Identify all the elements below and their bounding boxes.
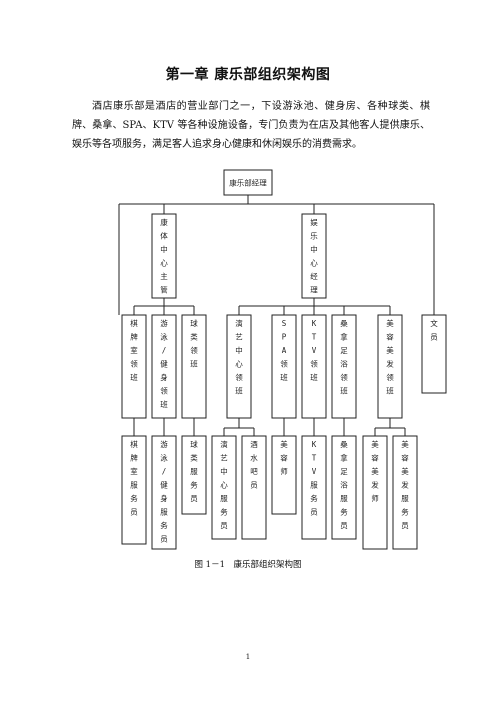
l3-wenyuan-label: 文员: [430, 318, 438, 342]
chapter-title: 第一章 康乐部组织架构图: [165, 67, 331, 83]
l4-youyong: 游泳/健身服务员: [151, 435, 177, 550]
figure-caption: 图 1－1 康乐部组织架构图: [194, 560, 302, 570]
l3-meirong-box: [377, 314, 403, 419]
l4-ktv-box: [301, 435, 327, 540]
l4-yanyi-box: [211, 435, 237, 540]
l2-kangti-label: 康体中心主管: [160, 217, 168, 295]
root-manager-box: [223, 169, 273, 196]
intro-paragraph: 酒店康乐部是酒店的营业部门之一，下设游泳池、健身房、各种球类、棋牌、桑拿、SPA…: [72, 101, 430, 150]
l3-youyong-label: 游泳/健身领班: [160, 318, 168, 409]
l4-qiulei: 球类服务员: [181, 435, 207, 515]
l4-sangna: 桑拿足浴服务员: [331, 435, 357, 540]
l4-qipai-label: 棋牌室服务员: [130, 439, 138, 517]
page-number: 1: [245, 653, 251, 661]
l2-kangti-box: [151, 213, 177, 299]
l2-yule-box: [301, 213, 327, 299]
l4-meifa-fwy-label: 美容美发服务员: [401, 439, 409, 530]
l4-youyong-label: 游泳/健身服务员: [160, 439, 168, 544]
l4-jiushui-box: [241, 435, 267, 540]
l4-meirongshi: 美容师: [271, 435, 297, 515]
l2-yule: 娱乐中心经理: [301, 213, 327, 299]
l4-yanyi: 演艺中心服务员: [211, 435, 237, 540]
l3-yanyi: 演艺中心领班: [226, 314, 252, 419]
l4-meifashi: 美容美发师: [362, 435, 388, 550]
org-connectors: [118, 195, 435, 436]
l3-yanyi-label: 演艺中心领班: [235, 318, 243, 396]
l3-sangna: 桑拿足浴领班: [331, 314, 357, 419]
l3-qiulei-box: [181, 314, 207, 419]
l3-yanyi-box: [226, 314, 252, 419]
l3-sangna-box: [331, 314, 357, 419]
l4-meifa-fwy: 美容美发服务员: [392, 435, 418, 550]
l4-yanyi-label: 演艺中心服务员: [220, 439, 228, 530]
l4-meirongshi-box: [271, 435, 297, 515]
l2-yule-label: 娱乐中心经理: [310, 218, 318, 295]
l4-jiushui: 酒水吧员: [241, 435, 267, 540]
l3-wenyuan-box: [421, 314, 447, 394]
l3-wenyuan: 文员: [421, 314, 447, 394]
root-manager-label: 康乐部经理: [229, 178, 267, 188]
l4-meifa-fwy-box: [392, 435, 418, 550]
l3-qipai-box: [121, 314, 147, 419]
l2-kangti: 康体中心主管: [151, 213, 177, 299]
l3-meirong: 美容美发领班: [377, 314, 403, 419]
l3-qipai: 棋牌室领班: [121, 314, 147, 419]
l3-sangna-label: 桑拿足浴领班: [340, 318, 348, 396]
l3-youyong-box: [151, 314, 177, 419]
l4-qipai-box: [121, 435, 147, 545]
l4-qipai: 棋牌室服务员: [121, 435, 147, 545]
l4-youyong-box: [151, 435, 177, 550]
l3-qipai-label: 棋牌室领班: [130, 318, 138, 382]
root-manager: 康乐部经理: [223, 169, 273, 196]
l4-qiulei-box: [181, 435, 207, 515]
l3-ktv-box: [301, 314, 327, 419]
l4-meifashi-label: 美容美发师: [371, 439, 379, 503]
l4-sangna-label: 桑拿足浴服务员: [340, 439, 348, 530]
l4-sangna-box: [331, 435, 357, 540]
l4-meirongshi-label: 美容师: [280, 439, 288, 476]
l4-qiulei-label: 球类服务员: [190, 439, 198, 503]
l3-youyong: 游泳/健身领班: [151, 314, 177, 419]
l4-jiushui-label: 酒水吧员: [250, 440, 258, 490]
l4-meifashi-box: [362, 435, 388, 550]
l3-qiulei: 球类领班: [181, 314, 207, 419]
l3-qiulei-label: 球类领班: [190, 318, 198, 369]
l3-meirong-label: 美容美发领班: [386, 318, 394, 396]
l3-spa-box: [271, 314, 297, 419]
